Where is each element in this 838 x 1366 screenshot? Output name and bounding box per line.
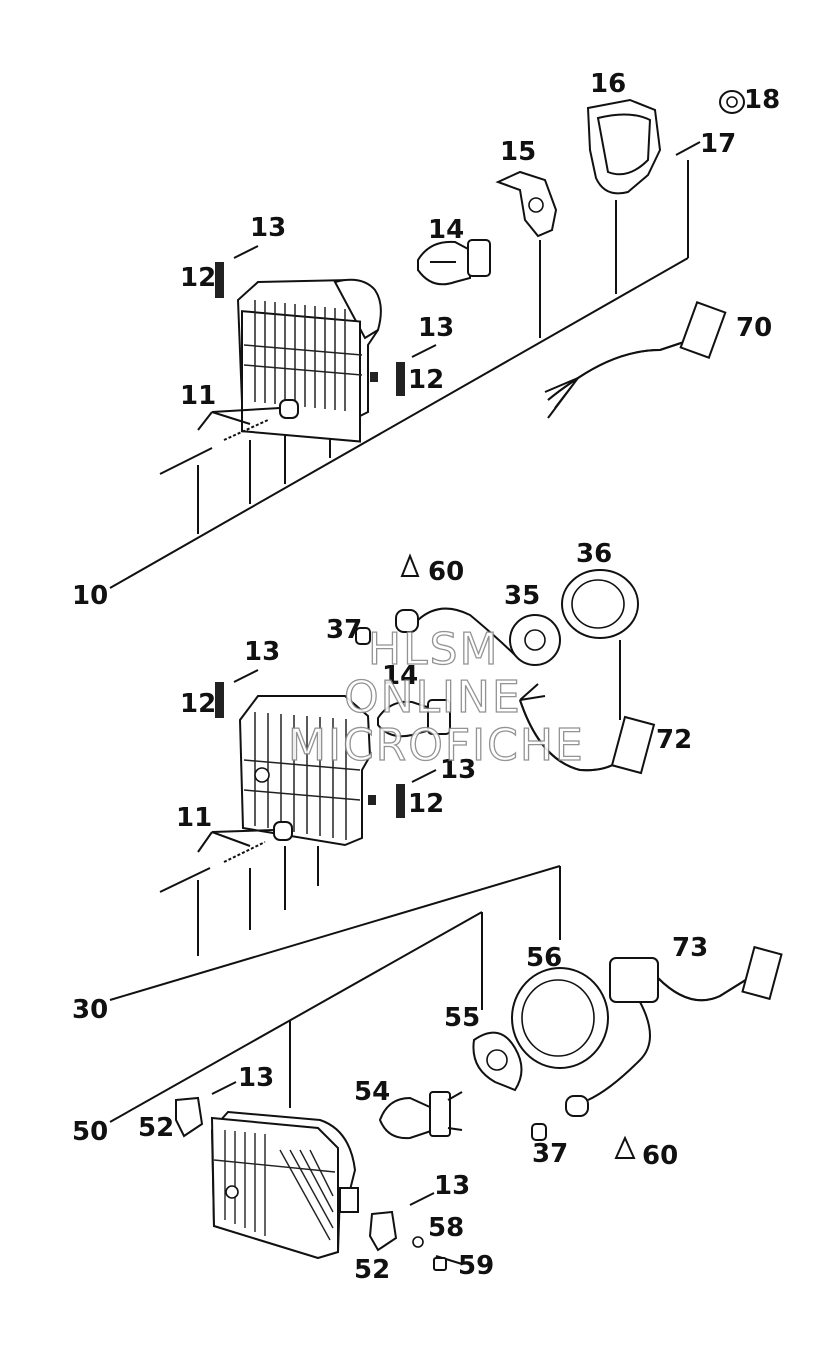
- callout-60: 60: [428, 557, 464, 587]
- headlamp-unit-30: [238, 695, 376, 847]
- callout-35: 35: [504, 581, 540, 611]
- headlamp-unit-10: [236, 278, 382, 443]
- callout-15: 15: [500, 137, 536, 167]
- bracket-52-b: [368, 1210, 398, 1252]
- harness-73: [565, 945, 783, 1117]
- callout-16: 16: [590, 69, 626, 99]
- callout-73: 73: [672, 933, 708, 963]
- ring-36: [561, 569, 639, 639]
- clip-12-c: [215, 682, 224, 718]
- watermark-line-3: MICROFICHE: [288, 720, 585, 771]
- callout-12: 12: [408, 789, 444, 819]
- callout-52: 52: [354, 1255, 390, 1285]
- callout-10: 10: [72, 581, 108, 611]
- callout-59: 59: [458, 1251, 494, 1281]
- callout-11: 11: [176, 803, 212, 833]
- callout-13: 13: [434, 1171, 470, 1201]
- callout-58: 58: [428, 1213, 464, 1243]
- spring-11: [223, 419, 269, 441]
- socket-35: [509, 614, 561, 666]
- nut-11-b: [273, 821, 293, 841]
- screw-13-c: [233, 669, 259, 683]
- bulb-54: [378, 1091, 463, 1140]
- group-50: 50 56 73 55 54 13 52 37 60 13 58 52 59: [72, 911, 783, 1285]
- retainer-55: [472, 1031, 523, 1092]
- group-30: 30 60 36 37 35 13 14 12 72 13 12 11: [72, 539, 692, 1025]
- bulb-37-middle: [355, 607, 521, 661]
- screw-13-b: [411, 344, 437, 358]
- callout-70: 70: [736, 313, 772, 343]
- cap-60-middle: [400, 553, 420, 577]
- callout-12: 12: [180, 689, 216, 719]
- callout-17: 17: [700, 129, 736, 159]
- watermark-line-1: HLSM: [368, 624, 500, 675]
- callout-13: 13: [418, 313, 454, 343]
- clip-12-a: [215, 262, 224, 298]
- reference-line-50: [109, 911, 483, 1123]
- callout-11: 11: [180, 381, 216, 411]
- bulb-14-top: [417, 239, 491, 286]
- nut-11: [279, 399, 299, 419]
- headlamp-unit-50: [210, 1110, 359, 1260]
- callout-18: 18: [744, 85, 780, 115]
- callout-37: 37: [326, 615, 362, 645]
- callout-12: 12: [180, 263, 216, 293]
- callout-72: 72: [656, 725, 692, 755]
- bulb-37-bottom: [531, 1123, 547, 1141]
- screw-13-d: [411, 769, 437, 783]
- callout-30: 30: [72, 995, 108, 1025]
- callout-55: 55: [444, 1003, 480, 1033]
- adjust-screw-11: [159, 447, 213, 475]
- callout-60: 60: [642, 1141, 678, 1171]
- grommet-18: [719, 90, 745, 114]
- bolt-59: [433, 1255, 463, 1271]
- clip-12-b: [396, 362, 405, 396]
- watermark: HLSM ONLINE MICROFICHE: [287, 623, 585, 771]
- washer-58: [412, 1236, 424, 1248]
- clip-12-d: [396, 784, 405, 818]
- screw-13-a: [233, 245, 259, 259]
- callout-52: 52: [138, 1113, 174, 1143]
- harness-72: [519, 683, 656, 775]
- bracket-52-a: [175, 1096, 204, 1138]
- callout-13: 13: [440, 755, 476, 785]
- callout-13: 13: [238, 1063, 274, 1093]
- ring-56: [511, 967, 609, 1069]
- group-10: 10 11 12 13 14 13 12 15 16 17 18 70: [72, 69, 780, 611]
- callout-54: 54: [354, 1077, 390, 1107]
- callout-14: 14: [428, 215, 464, 245]
- callout-13: 13: [250, 213, 286, 243]
- callout-13: 13: [244, 637, 280, 667]
- screw-17: [675, 141, 701, 156]
- watermark-line-2: ONLINE: [344, 672, 522, 723]
- bracket-15: [495, 170, 558, 238]
- callout-14: 14: [382, 661, 418, 691]
- reference-line-10: [109, 257, 689, 589]
- callout-56: 56: [526, 943, 562, 973]
- callout-36: 36: [576, 539, 612, 569]
- reference-line-30: [109, 865, 561, 1001]
- adjust-screw-11-b: [159, 867, 211, 893]
- callout-37: 37: [532, 1139, 568, 1169]
- harness-70: [544, 301, 727, 419]
- callout-12: 12: [408, 365, 444, 395]
- callout-50: 50: [72, 1117, 108, 1147]
- cap-60-bottom: [614, 1135, 636, 1159]
- bulb-14-middle: [377, 699, 451, 738]
- screw-13-e: [211, 1081, 237, 1095]
- screw-13-f: [409, 1192, 435, 1206]
- cover-16: [586, 98, 662, 195]
